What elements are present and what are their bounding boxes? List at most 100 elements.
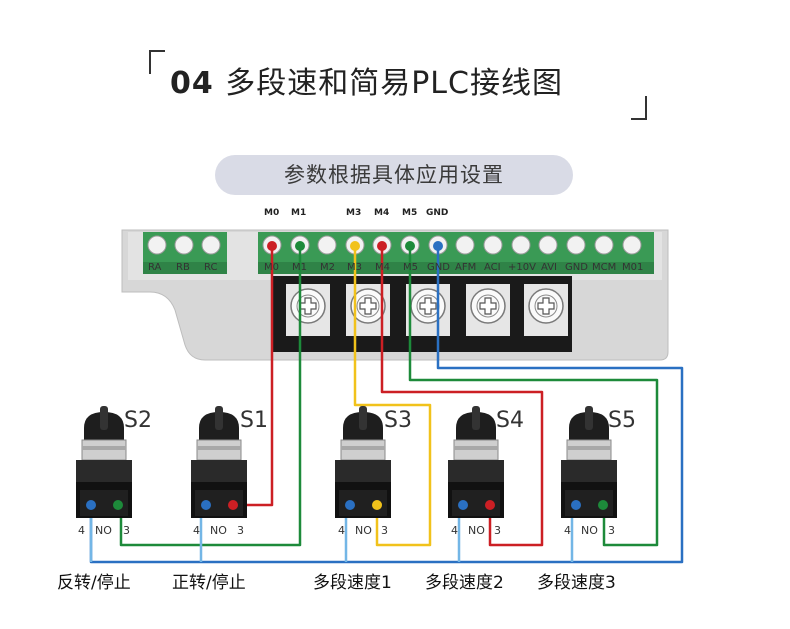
bracket-right: [631, 96, 647, 120]
switch-contact-3-3: [485, 500, 495, 510]
terminal-rb: RB: [176, 262, 190, 273]
dot-m0: [267, 241, 277, 251]
s3-pin-3: 3: [381, 524, 388, 537]
label-m0: M0: [264, 208, 280, 218]
terminal-m01: M01: [622, 262, 644, 273]
label-gnd: GND: [426, 208, 449, 218]
s4-pin-no: NO: [468, 524, 485, 537]
connection-dots: [267, 241, 443, 251]
switch-base-4: [561, 460, 617, 482]
switch-contact-3-4: [598, 500, 608, 510]
s1-pin-3: 3: [237, 524, 244, 537]
terminal-aci: ACI: [484, 262, 501, 273]
terminal-ra: RA: [148, 262, 162, 273]
caption-speed-1: 多段速度1: [313, 573, 392, 593]
relay-screw-0: [147, 235, 167, 255]
wire-m1-green: [119, 246, 302, 547]
s5-pin-no: NO: [581, 524, 598, 537]
bracket-left: [149, 50, 165, 74]
title-number: 04: [170, 66, 214, 101]
terminal-m2: M2: [320, 262, 335, 273]
caption-speed-2: 多段速度2: [425, 573, 504, 593]
switch-contact-3-2: [372, 500, 382, 510]
s5-pin-3: 3: [608, 524, 615, 537]
subtitle-pill: 参数根据具体应用设置: [215, 155, 573, 195]
label-m4: M4: [374, 208, 390, 218]
terminal-afm: AFM: [455, 262, 477, 273]
s4-pin-3: 3: [494, 524, 501, 537]
switch-base-1: [191, 460, 247, 482]
s1-pin-no: NO: [210, 524, 227, 537]
power-screw-cross-3: [479, 297, 497, 315]
io-screw-10: [538, 235, 558, 255]
io-screw-11: [566, 235, 586, 255]
switch-contact-4-3: [458, 500, 468, 510]
wire-m4-red: [380, 246, 544, 547]
dot-m4: [377, 241, 387, 251]
terminal-m4: M4: [375, 262, 390, 273]
power-screw-cross-1: [359, 297, 377, 315]
page-title: 04 多段速和简易PLC接线图: [140, 58, 563, 102]
relay-screws: [147, 235, 221, 255]
caption-speed-3: 多段速度3: [537, 573, 616, 593]
terminal-rc: RC: [204, 262, 218, 273]
switch-base-0: [76, 460, 132, 482]
dot-gnd: [433, 241, 443, 251]
wire-m3-yellow: [353, 246, 432, 547]
wires: [89, 246, 684, 564]
s2-pin-3: 3: [123, 524, 130, 537]
switch-base-3: [448, 460, 504, 482]
switch-body-2: [335, 406, 391, 518]
s4-pin-4: 4: [451, 524, 458, 537]
s3-pin-no: NO: [355, 524, 372, 537]
s2-pin-no: NO: [95, 524, 112, 537]
power-screw-cross-2: [419, 297, 437, 315]
switch-s2-name: S2: [124, 408, 152, 433]
switch-contact-4-0: [86, 500, 96, 510]
s1-pin-4: 4: [193, 524, 200, 537]
switch-s5-name: S5: [608, 408, 636, 433]
s3-pin-4: 4: [338, 524, 345, 537]
label-m5: M5: [402, 208, 418, 218]
terminal-mcm: MCM: [592, 262, 617, 273]
title-block: 04 多段速和简易PLC接线图: [0, 50, 790, 120]
power-screws: [286, 284, 568, 336]
dot-m1: [295, 241, 305, 251]
switch-body-3: [448, 406, 504, 518]
s2-pin-4: 4: [78, 524, 85, 537]
dot-m5: [405, 241, 415, 251]
switch-contact-4-4: [571, 500, 581, 510]
dot-m3: [350, 241, 360, 251]
io-screw-2: [317, 235, 337, 255]
io-screw-9: [511, 235, 531, 255]
caption-reverse-stop: 反转/停止: [57, 573, 131, 593]
switch-contact-3-1: [228, 500, 238, 510]
wire-m0-red: [236, 246, 274, 507]
switch-body-4: [561, 406, 617, 518]
label-m1: M1: [291, 208, 307, 218]
relay-screw-2: [201, 235, 221, 255]
switch-base-2: [335, 460, 391, 482]
wire-m5-green: [408, 246, 659, 547]
io-screw-8: [483, 235, 503, 255]
s5-pin-4: 4: [564, 524, 571, 537]
wire-common-lightblue: [89, 505, 574, 562]
switch-contact-4-1: [201, 500, 211, 510]
terminal-m1: M1: [292, 262, 307, 273]
switch-body-1: [191, 406, 247, 518]
terminal-gnd: GND: [427, 262, 450, 273]
switch-body-0: [76, 406, 132, 518]
io-screw-7: [455, 235, 475, 255]
io-screw-12: [594, 235, 614, 255]
title-text: 多段速和简易PLC接线图: [225, 66, 563, 101]
terminal-gnd2: GND: [565, 262, 588, 273]
switch-contact-3-0: [113, 500, 123, 510]
switch-s4-name: S4: [496, 408, 524, 433]
label-m3: M3: [346, 208, 362, 218]
terminal-m0: M0: [264, 262, 279, 273]
switch-s1-name: S1: [240, 408, 268, 433]
terminal-avi: AVI: [541, 262, 557, 273]
switches: [76, 406, 617, 518]
terminal-m3: M3: [347, 262, 362, 273]
